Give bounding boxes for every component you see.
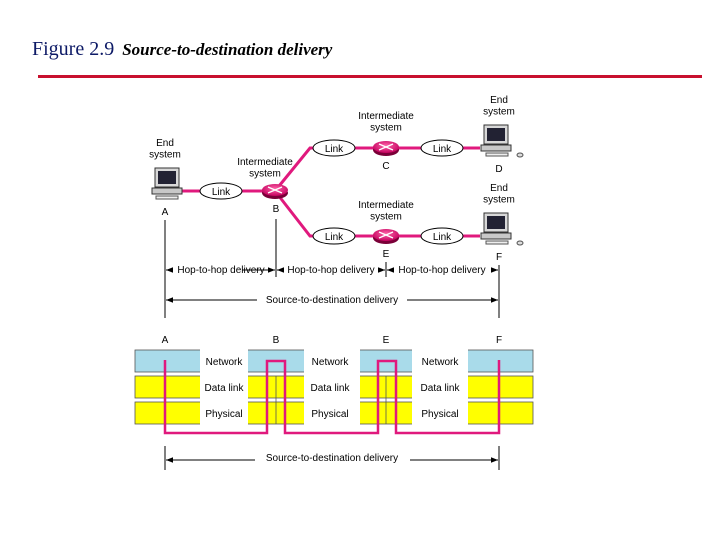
router-c-icon xyxy=(373,141,399,156)
computer-a-icon xyxy=(151,167,183,200)
link-label: Link xyxy=(433,232,452,243)
layer-label-network-2: Network xyxy=(312,357,350,368)
node-label-d: D xyxy=(495,164,502,175)
link-label: Link xyxy=(325,232,344,243)
link-oval-be: Link xyxy=(312,227,356,245)
data-path-line xyxy=(163,359,501,435)
link-oval-ab: Link xyxy=(199,182,243,200)
layer-label-datalink-3: Data link xyxy=(421,383,461,394)
layer-label-datalink-2: Data link xyxy=(311,383,351,394)
gap-2 xyxy=(304,349,360,425)
link-oval-bc: Link xyxy=(312,139,356,157)
node-label-f: F xyxy=(496,252,502,263)
layer-label-physical-2: Physical xyxy=(311,409,348,420)
bottom-source-destination-label: Source-to-destination delivery xyxy=(266,453,398,464)
layer-label-network-1: Network xyxy=(206,357,244,368)
gap-3 xyxy=(412,349,468,425)
top-source-destination-label: Source-to-destination delivery xyxy=(266,295,398,306)
topology: Link Link Link Link Link xyxy=(149,95,524,263)
node-label-c: C xyxy=(382,161,389,172)
link-oval-ef: Link xyxy=(420,227,464,245)
node-label-b: B xyxy=(273,204,280,215)
node-label-e: E xyxy=(383,249,390,260)
top-delivery-dimensions xyxy=(164,219,500,318)
column-label-a: A xyxy=(162,335,169,346)
figure-title: Figure 2.9 Source-to-destination delivery xyxy=(32,38,332,61)
computer-f-icon xyxy=(480,212,524,246)
column-label-f: F xyxy=(496,335,502,346)
router-b-icon xyxy=(262,184,288,199)
gap-1 xyxy=(200,349,248,425)
hop-label-2: Hop-to-hop delivery xyxy=(287,265,374,276)
node-label-a: A xyxy=(162,207,169,218)
layer-label-physical-1: Physical xyxy=(205,409,242,420)
layer-label-datalink-1: Data link xyxy=(205,383,245,394)
computer-d-icon xyxy=(480,124,524,158)
title-rule xyxy=(38,75,702,78)
bottom-delivery-dimensions xyxy=(164,446,500,470)
figure-caption: Source-to-destination delivery xyxy=(122,40,333,59)
column-label-e: E xyxy=(383,335,390,346)
column-label-b: B xyxy=(273,335,280,346)
link-label: Link xyxy=(433,144,452,155)
layer-label-physical-3: Physical xyxy=(421,409,458,420)
hop-label-1: Hop-to-hop delivery xyxy=(177,265,264,276)
router-e-icon xyxy=(373,229,399,244)
hop-label-3: Hop-to-hop delivery xyxy=(398,265,485,276)
link-oval-cd: Link xyxy=(420,139,464,157)
layer-label-network-3: Network xyxy=(422,357,460,368)
link-label: Link xyxy=(212,187,231,198)
protocol-stacks: A B E F Network Network Network Data lin… xyxy=(134,335,534,435)
link-label: Link xyxy=(325,144,344,155)
figure-number: Figure 2.9 xyxy=(32,38,115,60)
